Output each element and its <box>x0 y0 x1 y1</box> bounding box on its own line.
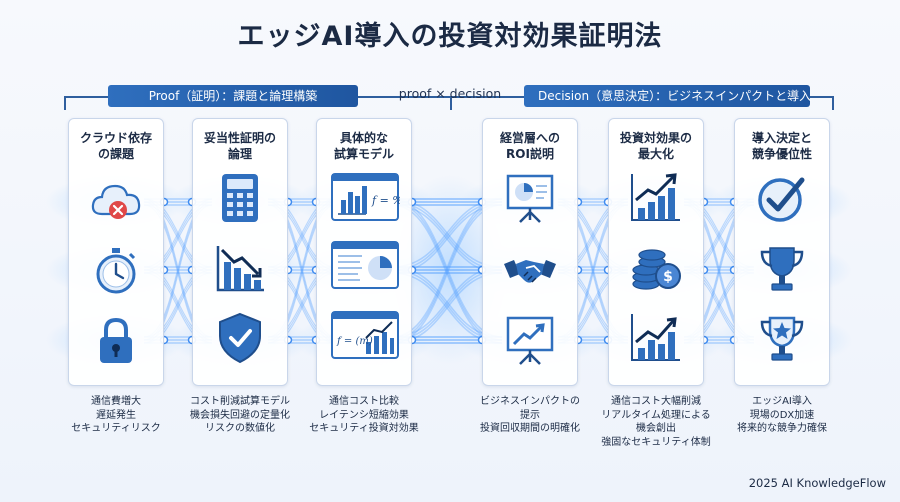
formula-line-window-icon: f = (m) <box>330 308 400 364</box>
card-caption: 通信コスト大幅削減 リアルタイム処理による 機会創出 強固なセキュリティ体制 <box>601 396 711 448</box>
declining-chart-icon <box>212 240 268 296</box>
card-title: 導入決定と 競争優位性 <box>751 131 812 161</box>
padlock-icon <box>88 312 144 368</box>
formula-bar-window-icon: f = % <box>330 170 403 226</box>
page-title: エッジAI導入の投資対効果証明法 <box>237 21 663 52</box>
star-trophy-icon <box>754 310 810 366</box>
card-caption: エッジAI導入 現場のDX加速 将来的な競争力確保 <box>737 396 827 434</box>
formula-label: f = (m) <box>336 336 373 347</box>
card-caption: コスト削減試算モデル 機会損失回避の定量化 リスクの数値化 <box>190 396 290 434</box>
decision-section-label: Decision（意思決定）：ビジネスインパクトと導入 <box>524 85 811 107</box>
footer-credit: 2025 AI KnowledgeFlow <box>748 476 886 490</box>
trend-board-icon <box>502 312 558 368</box>
card-caption: ビジネスインパクトの 提示 投資回収期間の明確化 <box>480 396 580 434</box>
card-title: 経営層への ROI説明 <box>499 131 560 161</box>
rising-chart-icon <box>628 310 684 366</box>
card-caption: 通信費増大 遅延発生 セキュリティリスク <box>71 396 161 434</box>
presentation-board-icon <box>502 170 558 226</box>
check-badge-icon <box>754 170 810 226</box>
formula-label: f = % <box>371 194 400 207</box>
pie-chart-window-icon <box>330 238 400 294</box>
coin-stack-icon: $ <box>628 240 684 296</box>
trophy-icon <box>754 240 810 296</box>
svg-text:$: $ <box>663 269 673 285</box>
handshake-icon <box>502 242 558 298</box>
card-title: クラウド依存 の課題 <box>79 131 152 161</box>
growth-chart-icon <box>628 170 684 226</box>
shield-check-icon <box>212 310 268 366</box>
card-caption: 通信コスト比較 レイテンシ短縮効果 セキュリティ投資対効果 <box>309 396 419 434</box>
proof-decision-label: proof × decision <box>398 86 502 101</box>
stopwatch-icon <box>88 242 144 298</box>
card-title: 投資対効果の 最大化 <box>619 131 692 161</box>
proof-section-label: Proof（証明）：課題と論理構築 <box>108 85 358 107</box>
calculator-icon <box>212 170 268 226</box>
cloud-error-icon <box>88 174 144 230</box>
card-title: 具体的な 試算モデル <box>333 131 394 161</box>
card-title: 妥当性証明の 論理 <box>203 131 276 161</box>
